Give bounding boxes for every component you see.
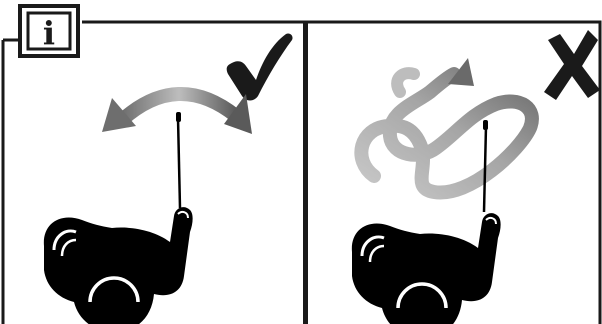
antenna: [176, 112, 181, 208]
info-icon: i: [43, 14, 55, 52]
panel-correct: [44, 33, 293, 324]
looping-arrow-icon: [361, 58, 532, 193]
panel-incorrect: [352, 30, 600, 324]
person-holding-antenna-icon: [44, 207, 193, 324]
check-mark-icon: [227, 33, 293, 100]
person-holding-antenna-icon: [352, 213, 501, 324]
panel-divider: [303, 22, 308, 324]
cross-mark-icon: [544, 30, 600, 100]
info-badge: i: [20, 6, 78, 56]
